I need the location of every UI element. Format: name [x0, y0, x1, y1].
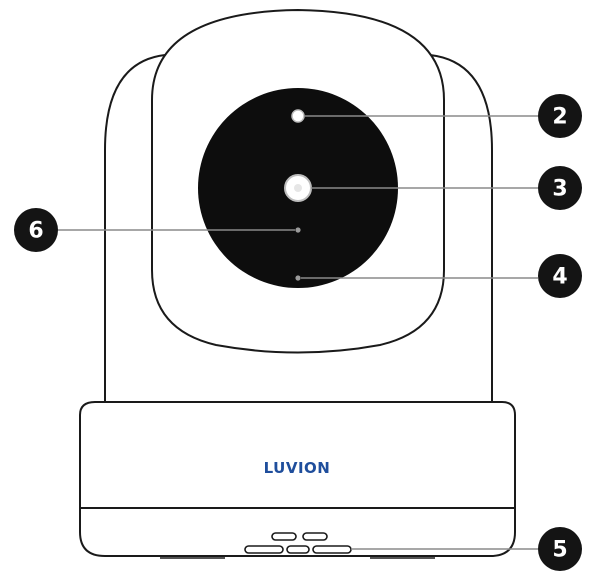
callout-badge-3: 3: [538, 166, 582, 210]
speaker-vent: [302, 532, 328, 541]
speaker-vent: [286, 545, 310, 554]
callout-badge-2: 2: [538, 94, 582, 138]
svg-text:6: 6: [28, 219, 43, 244]
callout-badge-4: 4: [538, 254, 582, 298]
microphone-dot: [295, 227, 301, 233]
callout-badge-5: 5: [538, 527, 582, 571]
top-sensor: [291, 109, 305, 123]
speaker-vent: [271, 532, 297, 541]
svg-text:4: 4: [552, 265, 567, 290]
camera-lens-center: [294, 184, 302, 192]
camera-base: [79, 401, 516, 509]
brand-logo-text: LUVION: [264, 459, 331, 477]
callout-badge-6: 6: [14, 208, 58, 252]
svg-text:3: 3: [552, 177, 567, 202]
svg-text:5: 5: [552, 538, 567, 563]
lower-sensor-dot: [295, 275, 301, 281]
speaker-vent: [312, 545, 352, 554]
speaker-vent: [244, 545, 284, 554]
svg-text:2: 2: [552, 105, 567, 130]
camera-bottom-plate: [79, 507, 516, 557]
